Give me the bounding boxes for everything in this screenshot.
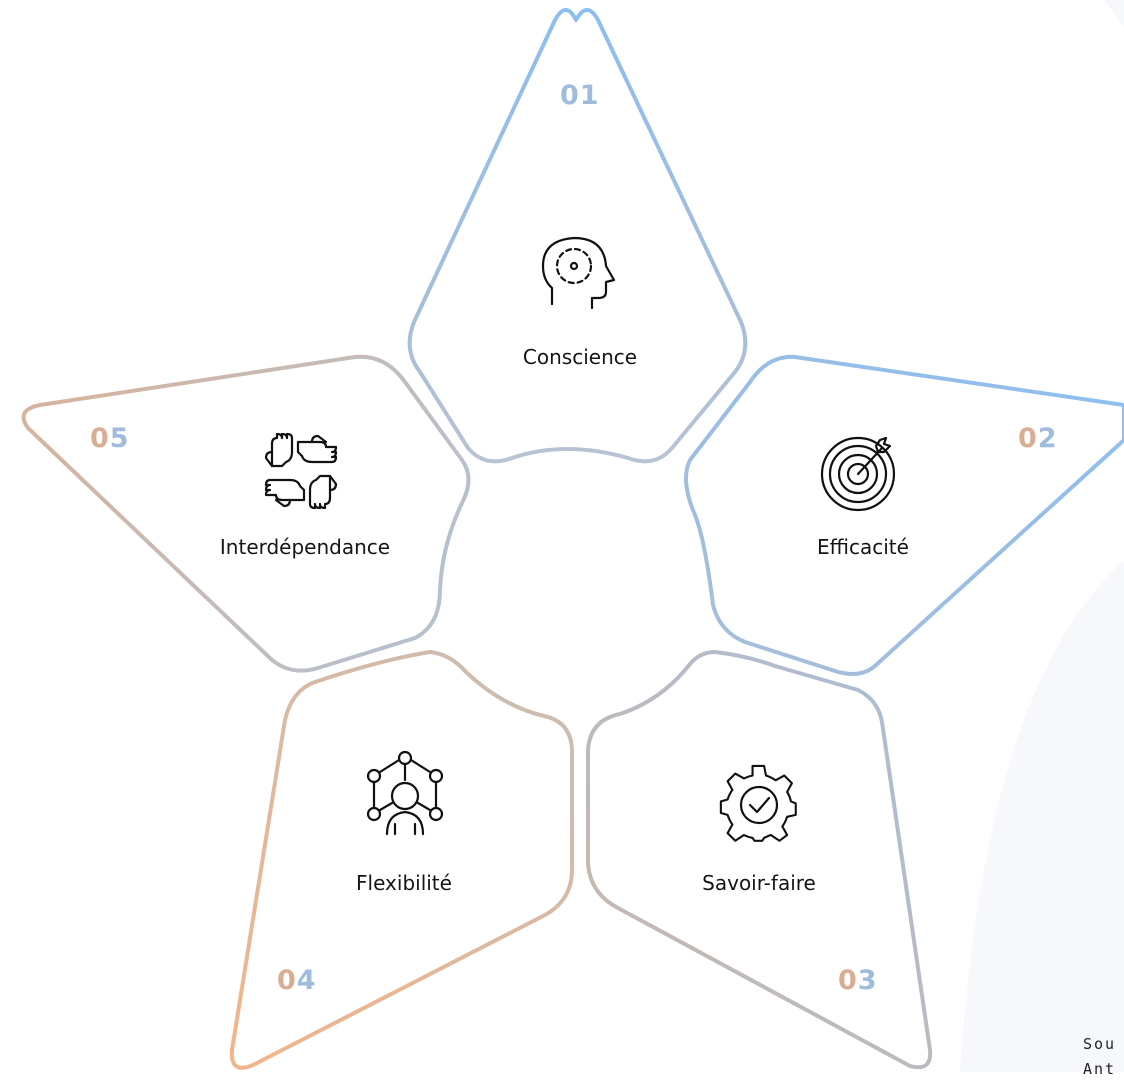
- segment-01-label: Conscience: [522, 345, 638, 369]
- segment-03-outline: [586, 650, 933, 1070]
- segment-01-number: 01: [560, 82, 600, 109]
- number-digit-tan: 0: [838, 965, 858, 996]
- source-text: Sou Ant: [1083, 1032, 1116, 1082]
- number-digit-blue: 3: [857, 965, 878, 996]
- segment-05-outline: [21, 354, 471, 673]
- number-digit-blue: 5: [109, 423, 130, 454]
- hands-stacked-icon: [262, 432, 340, 510]
- segment-02-label: Efficacité: [817, 535, 909, 559]
- number-digit-tan: 0: [277, 965, 297, 996]
- segment-04-number: 04: [277, 967, 317, 994]
- number-digit-tan: 0: [1018, 423, 1038, 454]
- segment-05-label: Interdépendance: [219, 535, 391, 559]
- segment-04-outline: [229, 650, 574, 1070]
- source-line-1: Sou: [1083, 1035, 1117, 1053]
- segment-03-label: Savoir-faire: [702, 871, 816, 895]
- source-line-2: Ant: [1083, 1060, 1117, 1078]
- segment-02-number: 02: [1018, 425, 1058, 452]
- segment-01-outline: [407, 8, 748, 464]
- number-digit-tan: 0: [90, 423, 110, 454]
- target-arrow-icon: [820, 432, 900, 512]
- number-digit-blue: 2: [1037, 423, 1058, 454]
- gear-check-icon: [718, 764, 800, 846]
- segment-03-number: 03: [838, 967, 878, 994]
- number-digit-blue: 01: [560, 80, 600, 111]
- person-network-icon: [362, 750, 448, 836]
- number-digit-blue: 4: [296, 965, 317, 996]
- segment-05-number: 05: [90, 425, 130, 452]
- head-focus-icon: [540, 236, 620, 312]
- segment-04-label: Flexibilité: [356, 871, 452, 895]
- segment-02-outline: [684, 354, 1124, 676]
